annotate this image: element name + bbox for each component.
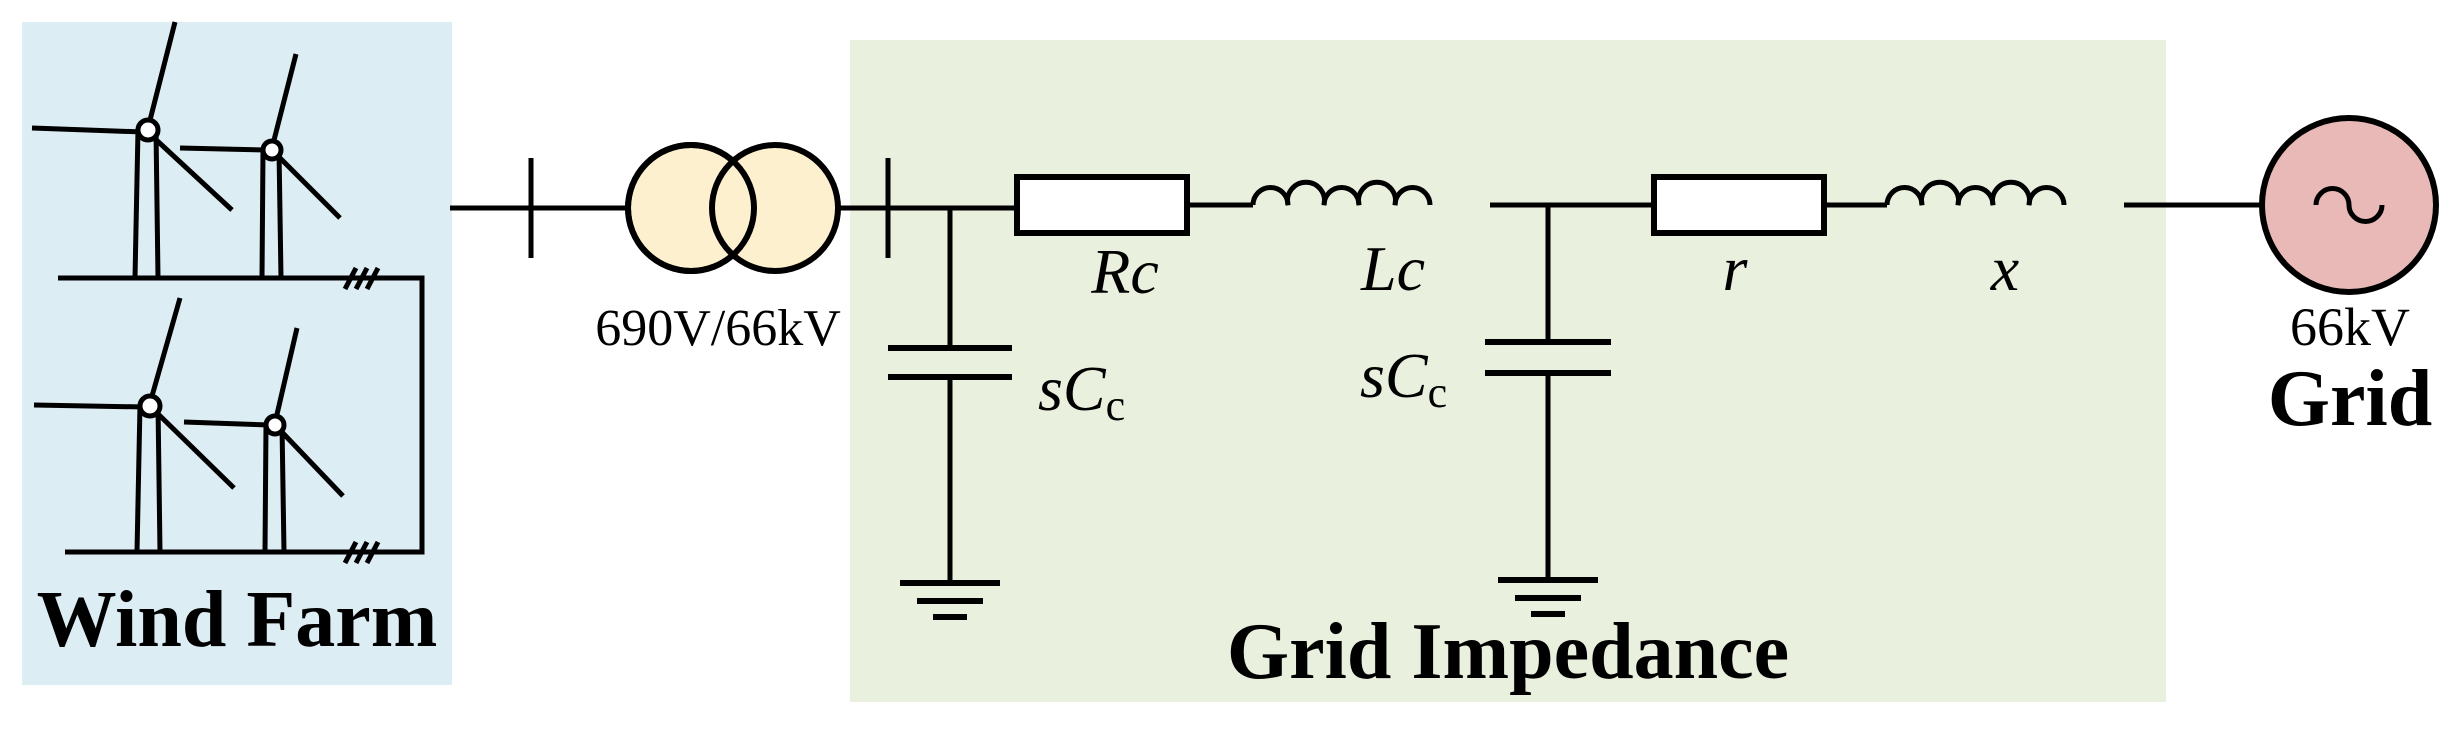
transformer-icon: [625, 142, 841, 274]
wind-turbine-icon: [183, 327, 345, 553]
cable-capacitance-left-label: sCc: [1038, 353, 1125, 430]
ac-source-icon: [2259, 115, 2439, 295]
three-phase-mark: [342, 266, 381, 291]
resistor-icon: [1014, 174, 1190, 236]
transformer-rating: 690V/66kV: [595, 300, 841, 357]
wind-turbine-icon: [33, 297, 236, 553]
ground-icon: [1498, 577, 1598, 617]
grid-impedance-title: Grid Impedance: [1227, 608, 1789, 696]
grid-voltage-label: 66kV: [2290, 297, 2410, 357]
wind-turbine-icon: [179, 53, 342, 279]
grid-reactance-label: x: [1990, 233, 2019, 304]
grid-resistance-label: r: [1723, 233, 1749, 304]
wind-farm: Wind Farm: [31, 21, 438, 664]
cable-resistance-label: Rc: [1090, 236, 1159, 307]
cable-inductance-label: Lc: [1360, 233, 1425, 304]
ground-icon: [900, 580, 1000, 620]
three-phase-mark: [342, 540, 381, 565]
capacitor-icon: [1485, 205, 1611, 578]
cable-capacitance-right-label: sCc: [1360, 340, 1447, 417]
grid-title: Grid: [2268, 355, 2432, 443]
resistor-icon: [1651, 174, 1827, 236]
inductor-icon: [1250, 179, 1433, 206]
inductor-icon: [1884, 179, 2067, 206]
wind-farm-title: Wind Farm: [37, 576, 438, 664]
wind-turbine-icon: [31, 21, 234, 279]
capacitor-icon: [888, 208, 1012, 582]
